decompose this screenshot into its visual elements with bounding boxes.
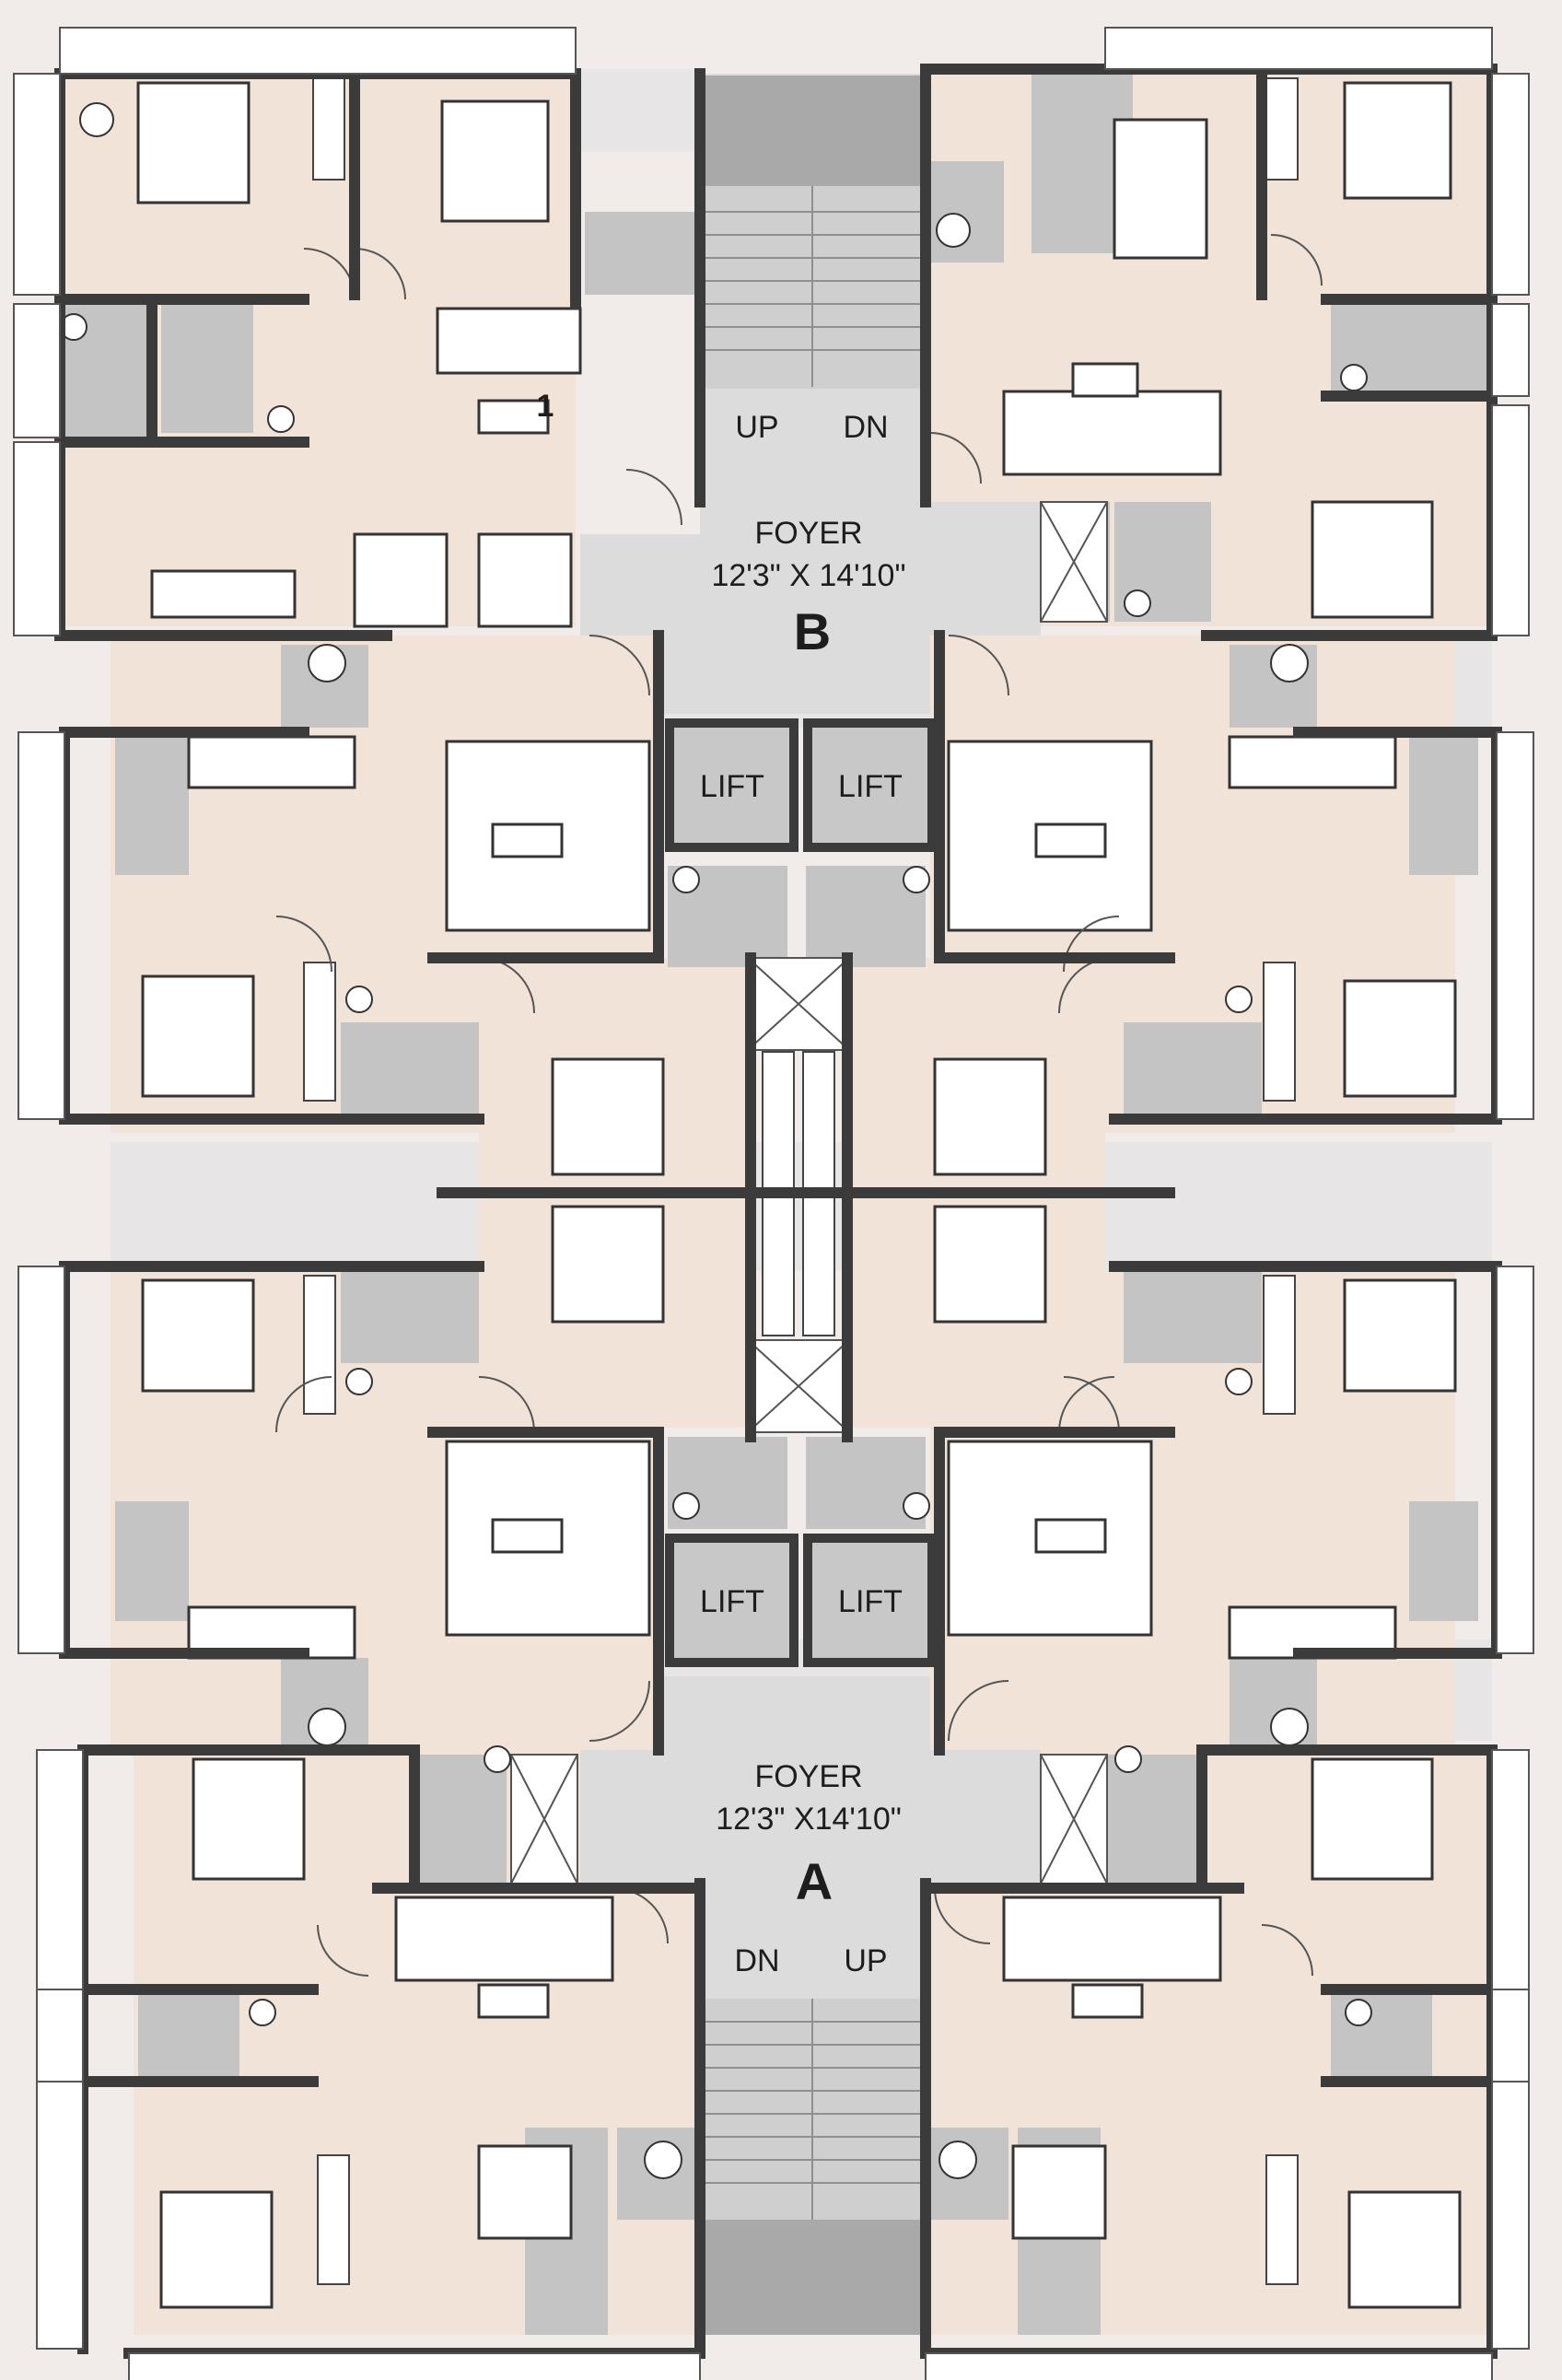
foyer-b-title: FOYER xyxy=(754,516,862,551)
tables xyxy=(353,362,1144,2019)
block-b-label: B xyxy=(794,602,831,660)
stair-label-b-left: UP xyxy=(735,410,778,445)
stair-label-b-right: DN xyxy=(843,410,888,445)
staircase-b xyxy=(702,76,923,389)
lift-b-left: LIFT xyxy=(700,769,764,804)
sofas-and-counters xyxy=(150,118,1397,2240)
block-a-label: A xyxy=(796,1852,833,1910)
foyer-b-size: 12'3" X 14'10" xyxy=(711,558,905,593)
unit-marker: 1 xyxy=(537,389,554,424)
foyer-a-title: FOYER xyxy=(754,1759,862,1794)
sanitary-fixtures xyxy=(60,102,1372,2179)
labels: 1 UP DN FOYER 12'3" X 14'10" B LIFT LIFT… xyxy=(537,389,906,1978)
lift-a-left: LIFT xyxy=(700,1584,764,1619)
lift-a-right: LIFT xyxy=(838,1584,903,1619)
staircase-a xyxy=(702,1999,923,2335)
stair-label-a-left: DN xyxy=(734,1943,779,1978)
lift-shafts xyxy=(665,718,937,1667)
service-ducts xyxy=(510,501,1108,1884)
lift-b-right: LIFT xyxy=(838,769,903,804)
window-frames xyxy=(13,27,1534,2380)
foyer-a-size: 12'3" X14'10" xyxy=(716,1802,902,1837)
beds xyxy=(136,81,1462,2309)
stair-label-a-right: UP xyxy=(844,1943,887,1978)
